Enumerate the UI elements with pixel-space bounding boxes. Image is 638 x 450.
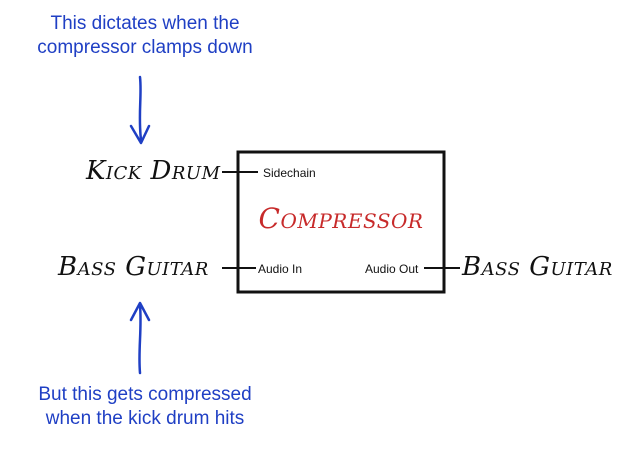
sidechain-annotation: This dictates when the compressor clamps…	[0, 12, 290, 60]
sidechain-annotation-line-1: This dictates when the	[50, 13, 240, 34]
kick-drum-label: Kick Drum	[86, 156, 221, 186]
bass-guitar-input-label: Bass Guitar	[58, 252, 209, 282]
up-arrow-icon	[138, 303, 142, 375]
bass-guitar-output-label: Bass Guitar	[462, 252, 613, 282]
audio-out-port-label: Audio Out	[365, 262, 419, 276]
sidechain-annotation-line-2: compressor clamps down	[37, 37, 253, 58]
down-arrow-icon	[138, 75, 143, 142]
up-arrowhead-icon	[129, 301, 151, 322]
compressor-title: Compressor	[258, 202, 424, 235]
compressor-box	[236, 150, 446, 294]
audio-in-annotation-line-1: But this gets compressed	[38, 384, 252, 405]
audio-in-annotation: But this gets compressed when the kick d…	[0, 383, 290, 431]
down-arrowhead-icon	[129, 124, 151, 145]
audio-in-annotation-line-2: when the kick drum hits	[45, 408, 245, 429]
sidechain-port-label: Sidechain	[263, 166, 316, 180]
audio-in-port-label: Audio In	[258, 262, 303, 276]
